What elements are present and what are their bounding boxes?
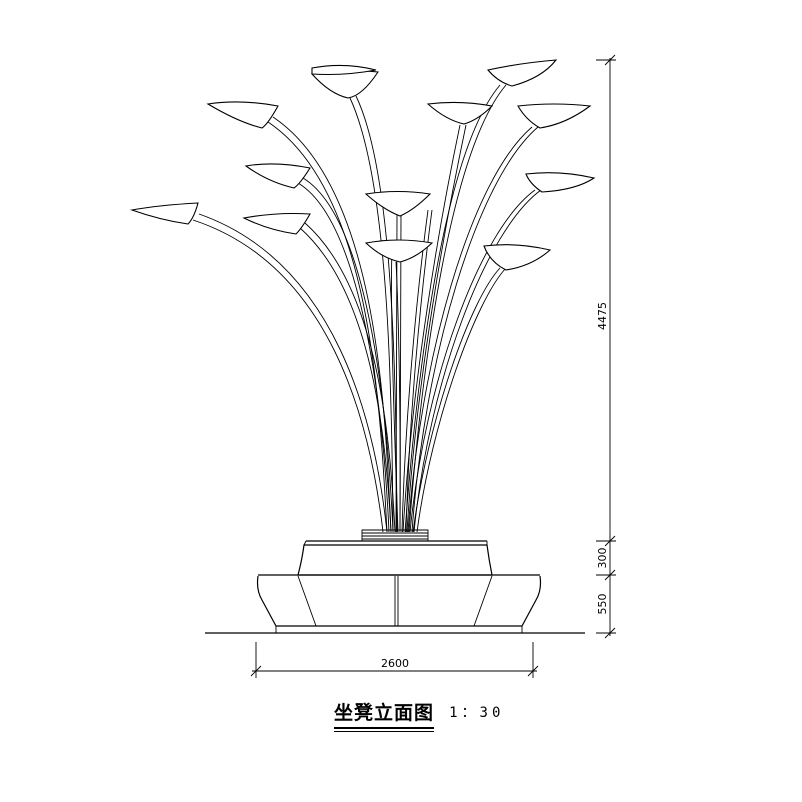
drawing-title-block: 坐凳立面图 1：30	[334, 698, 505, 732]
dim-seat-base: 550	[596, 594, 609, 615]
flower-cups	[132, 60, 594, 270]
drawing-title: 坐凳立面图	[334, 698, 435, 732]
drawing-scale: 1：30	[449, 705, 505, 721]
title-underline	[334, 727, 435, 729]
drawing-title-label: 坐凳立面图	[334, 702, 435, 724]
title-underline-thin	[334, 731, 435, 732]
stems	[193, 85, 541, 532]
seat-base	[258, 575, 541, 633]
dim-base-width: 2600	[381, 657, 409, 670]
seat-top	[298, 541, 492, 575]
dim-seat-top: 300	[596, 548, 609, 569]
dim-total-height: 4475	[596, 302, 609, 330]
vertical-dimension	[596, 55, 616, 638]
horizontal-dimension	[251, 642, 538, 678]
